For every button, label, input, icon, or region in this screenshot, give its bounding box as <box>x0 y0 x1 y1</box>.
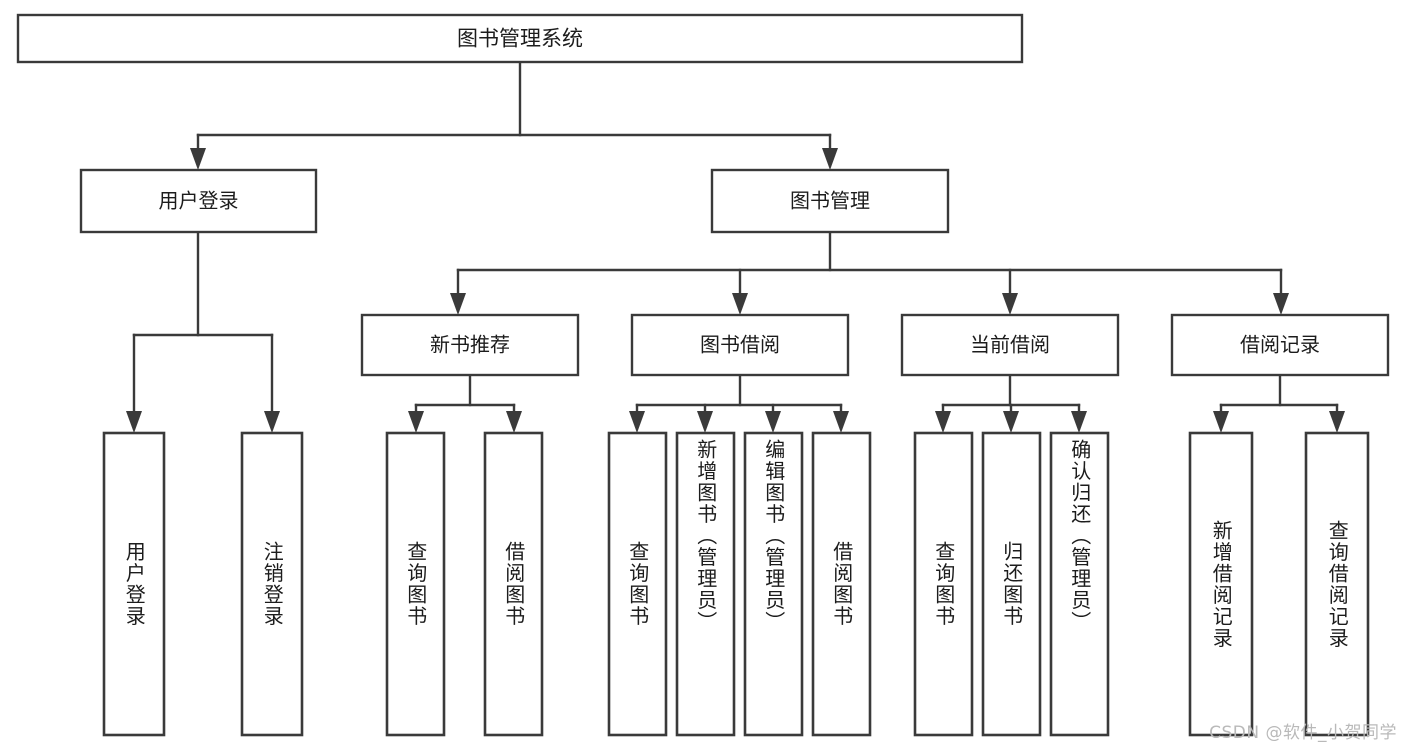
node-box-leaf-query-book-cur[interactable] <box>913 431 974 737</box>
node-label-new-book-rec: 新书推荐 <box>430 333 510 357</box>
connector-layer <box>126 60 1345 433</box>
node-label-user-login: 用户登录 <box>159 189 239 213</box>
node-box-layer <box>16 13 1390 737</box>
node-box-new-book-rec[interactable] <box>360 313 580 377</box>
node-box-book-manage[interactable] <box>710 168 950 234</box>
node-box-leaf-confirm-return[interactable] <box>1049 431 1110 737</box>
node-box-leaf-add-record[interactable] <box>1188 431 1254 737</box>
node-label-book-borrow: 图书借阅 <box>700 333 780 357</box>
node-box-leaf-return-book[interactable] <box>981 431 1042 737</box>
node-label-root: 图书管理系统 <box>457 27 583 51</box>
node-box-book-borrow[interactable] <box>630 313 850 377</box>
node-label-current-borrow: 当前借阅 <box>970 333 1050 357</box>
node-box-leaf-borrow-book-rec[interactable] <box>483 431 544 737</box>
node-box-current-borrow[interactable] <box>900 313 1120 377</box>
node-box-leaf-borrow-book[interactable] <box>811 431 872 737</box>
node-box-leaf-logout[interactable] <box>240 431 304 737</box>
csdn-watermark: CSDN @软件_小贺同学 <box>1209 723 1397 743</box>
node-box-leaf-add-book[interactable] <box>675 431 736 737</box>
node-box-leaf-query-record[interactable] <box>1304 431 1370 737</box>
node-box-leaf-user-login[interactable] <box>102 431 166 737</box>
node-box-user-login[interactable] <box>79 168 318 234</box>
node-box-leaf-query-book-rec[interactable] <box>385 431 446 737</box>
node-box-borrow-record[interactable] <box>1170 313 1390 377</box>
node-label-book-manage: 图书管理 <box>790 189 870 213</box>
node-box-leaf-query-book[interactable] <box>607 431 668 737</box>
node-box-leaf-edit-book[interactable] <box>743 431 804 737</box>
node-label-borrow-record: 借阅记录 <box>1240 333 1320 357</box>
node-box-root[interactable] <box>16 13 1024 64</box>
